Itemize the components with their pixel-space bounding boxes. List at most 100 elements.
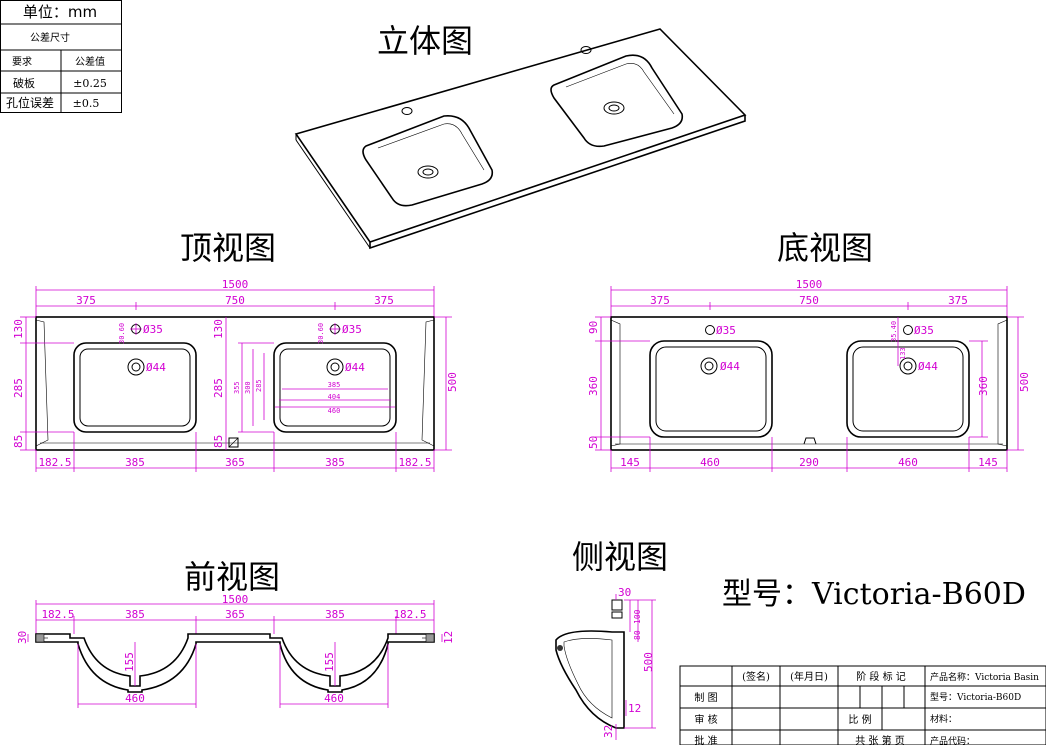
title-block-sign-header: (签名) <box>742 670 770 683</box>
dim-seg-left: 375 <box>650 294 670 307</box>
dim-overall: 1500 <box>222 593 249 606</box>
dim-seg-mid: 750 <box>225 294 245 307</box>
dim-bottom-seg: 385 <box>325 456 345 469</box>
dim-bottom-seg: 460 <box>898 456 918 469</box>
tap-hole-label: Ø35 <box>143 323 163 336</box>
dim-seg-left: 375 <box>76 294 96 307</box>
dim-left-h: 30 <box>16 631 29 644</box>
tolerance-col-value: 公差值 <box>75 55 105 68</box>
dim-top-seg: 385 <box>325 608 345 621</box>
iso-view-title: 立体图 <box>377 22 473 60</box>
tolerance-table: 单位：mm 公差尺寸 要求 公差值 破板 ±0.25 孔位误差 ±0.5 <box>0 0 122 113</box>
bottom-view-title: 底视图 <box>777 229 873 267</box>
dim-right-h: 12 <box>442 631 455 644</box>
dim-overall: 1500 <box>796 278 823 291</box>
dim-bottom-seg: 182.5 <box>398 456 431 469</box>
front-view-title: 前视图 <box>184 558 280 596</box>
drain-label: Ø44 <box>918 360 938 373</box>
dim-bowl-width: 460 <box>125 692 145 705</box>
side-view-title: 侧视图 <box>572 538 668 576</box>
top-view: 1500 375 750 375 Ø35 Ø44 30.60 Ø35 Ø44 3… <box>12 278 459 472</box>
dim-h-50: 50 <box>587 436 600 449</box>
title-block-sheets: 共 张 第 页 <box>855 734 905 745</box>
dim-bottom-seg: 145 <box>978 456 998 469</box>
drain-label: Ø44 <box>345 361 365 374</box>
title-block-row-review: 审 核 <box>694 713 717 726</box>
drain-label: Ø44 <box>146 361 166 374</box>
dim-inner-404: 404 <box>328 393 341 401</box>
tap-hole-label: Ø35 <box>342 323 362 336</box>
dim-h-90: 90 <box>587 321 600 334</box>
dim-h-285: 285 <box>212 378 225 398</box>
dim-side-100: 100 <box>633 609 642 624</box>
dim-small-offset: 35.40 <box>890 321 898 342</box>
tap-hole-label: Ø35 <box>716 324 736 337</box>
dim-overall: 1500 <box>222 278 249 291</box>
title-block-date-header: (年月日) <box>790 670 828 683</box>
dim-bottom-seg: 290 <box>799 456 819 469</box>
dim-h-85: 85 <box>12 435 25 448</box>
dim-h-130: 130 <box>12 319 25 339</box>
side-view: 30 100 80 500 12 32 <box>555 586 656 740</box>
unit-label: 单位：mm <box>23 3 97 21</box>
dim-bottom-seg: 385 <box>125 456 145 469</box>
dim-inner-385: 385 <box>328 381 341 389</box>
dim-bottom-seg: 145 <box>620 456 640 469</box>
dim-side-top: 30 <box>618 586 631 599</box>
top-view-title: 顶视图 <box>180 229 276 267</box>
title-block-stage-header: 阶 段 标 记 <box>856 670 906 683</box>
title-block-material: 材料： <box>930 713 957 725</box>
title-block-model: 型号：Victoria-B60D <box>930 692 1021 703</box>
dim-top-seg: 182.5 <box>41 608 74 621</box>
dim-side-12: 12 <box>628 702 641 715</box>
tolerance-row-item: 破板 <box>13 76 35 90</box>
title-block-product-name: 产品名称：Victoria Basin <box>930 671 1039 683</box>
tolerance-subtitle: 公差尺寸 <box>30 31 70 44</box>
dim-bowl-width: 460 <box>324 692 344 705</box>
dim-top-seg: 182.5 <box>393 608 426 621</box>
dim-side-32: 32 <box>602 725 615 738</box>
dim-depth: 155 <box>323 652 336 672</box>
dim-side-500: 500 <box>642 652 655 672</box>
dim-bottom-seg: 460 <box>700 456 720 469</box>
bottom-view: 1500 375 750 375 Ø35 Ø44 Ø35 Ø44 35.40 1… <box>587 278 1031 472</box>
title-block-code: 产品代码： <box>930 735 975 745</box>
tolerance-row-item: 孔位误差 <box>6 95 54 110</box>
title-block-row-draw: 制 图 <box>694 691 717 704</box>
dim-inner-h1: 355 <box>233 381 241 394</box>
title-block-row-approve: 批 准 <box>694 734 717 745</box>
dim-h-500: 500 <box>1018 372 1031 392</box>
dim-top-seg: 385 <box>125 608 145 621</box>
dim-h-130: 130 <box>212 319 225 339</box>
tolerance-row-value: ±0.5 <box>73 97 100 110</box>
dim-side-80: 80 <box>633 630 642 640</box>
tap-hole-label: Ø35 <box>914 324 934 337</box>
dim-inner-460: 460 <box>328 407 341 415</box>
dim-seg-right: 375 <box>374 294 394 307</box>
tolerance-row-value: ±0.25 <box>73 77 107 90</box>
dim-h-500: 500 <box>446 372 459 392</box>
dim-small-bowl: 133 <box>899 347 907 360</box>
dim-bottom-seg: 182.5 <box>38 456 71 469</box>
title-block-scale: 比 例 <box>848 713 871 726</box>
model-label: 型号：Victoria-B60D <box>722 577 1026 612</box>
dim-bottom-seg: 365 <box>225 456 245 469</box>
tap-offset: 30.60 <box>118 323 126 344</box>
dim-inner-h3: 285 <box>255 379 263 392</box>
title-block: (签名) (年月日) 阶 段 标 记 产品名称：Victoria Basin 型… <box>679 665 1046 745</box>
tap-offset: 30.60 <box>317 323 325 344</box>
dim-seg-mid: 750 <box>799 294 819 307</box>
dim-h-285: 285 <box>12 378 25 398</box>
isometric-view <box>294 28 747 250</box>
dim-h-360: 360 <box>587 376 600 396</box>
dim-seg-right: 375 <box>948 294 968 307</box>
drain-label: Ø44 <box>720 360 740 373</box>
front-view: 1500 182.5 385 365 385 182.5 30 12 155 1… <box>16 593 455 708</box>
dim-top-seg: 365 <box>225 608 245 621</box>
tolerance-col-item: 要求 <box>12 56 32 68</box>
dim-depth: 155 <box>123 652 136 672</box>
dim-h-85: 85 <box>212 435 225 448</box>
dim-h-360-right: 360 <box>977 376 990 396</box>
dim-inner-h2: 300 <box>244 381 252 394</box>
